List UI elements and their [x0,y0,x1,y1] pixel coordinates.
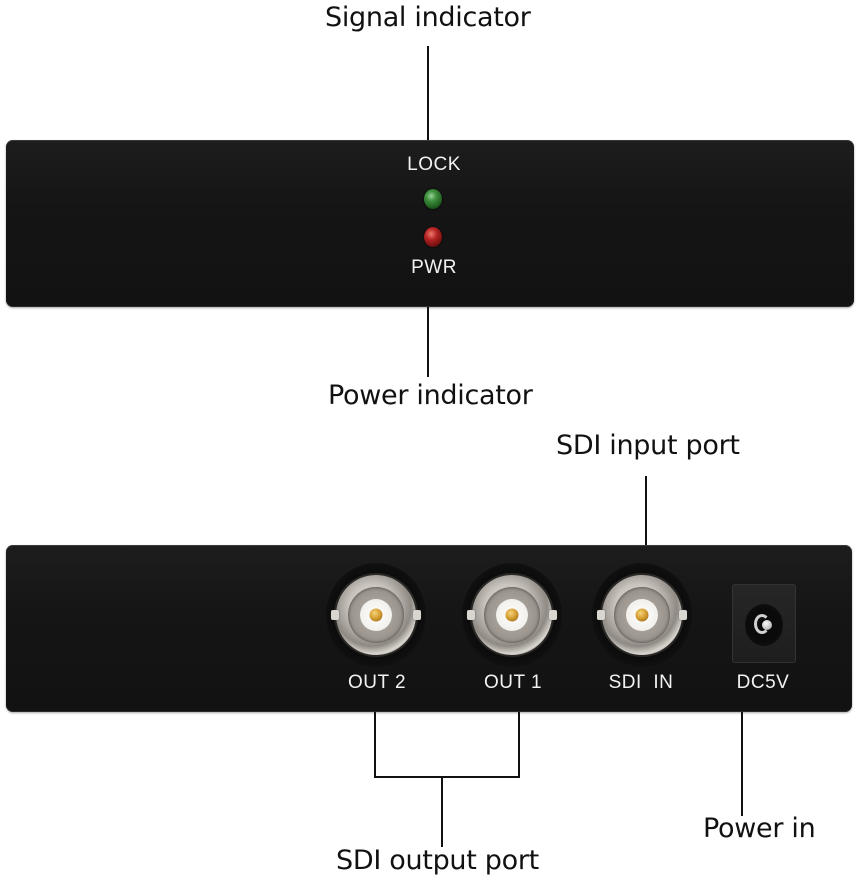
out2-bnc-connector-icon[interactable] [331,575,421,655]
sdi-output-bracket-line [374,776,520,778]
bnc-lug-icon [597,610,605,620]
bnc-lug-icon [413,610,421,620]
sdi-in-bnc-connector-icon[interactable] [597,575,687,655]
lock-led-icon [424,189,442,209]
bnc-lug-icon [467,610,475,620]
bnc-lug-icon [549,610,557,620]
bnc-lug-icon [679,610,687,620]
power-indicator-callout: Power indicator [328,380,533,411]
out2-leader-line [374,712,376,778]
power-indicator-leader-line [427,307,429,377]
front-panel: LOCK PWR [6,140,854,307]
rear-panel: OUT 2 OUT 1 SDI IN DC5V [6,545,852,712]
power-in-callout: Power in [703,813,816,844]
signal-indicator-callout: Signal indicator [325,2,531,33]
out1-bnc-connector-icon[interactable] [467,575,557,655]
sdi-input-port-callout: SDI input port [556,430,740,461]
signal-indicator-leader-line [427,46,429,141]
bnc-lug-icon [331,610,339,620]
sdi-output-port-callout: SDI output port [336,845,539,876]
sdi-output-leader-line [441,777,443,847]
out1-leader-line [518,712,520,778]
power-in-leader-line [741,712,743,816]
dc-jack-housing [732,584,796,663]
dc-jack-sleeve-icon [754,614,770,635]
lock-label: LOCK [407,154,461,175]
pwr-label: PWR [411,257,457,278]
dc-jack-pin-icon [762,620,772,631]
sdi-in-label: SDI IN [608,672,674,693]
sdi-input-leader-line [645,476,647,546]
power-led-icon [424,227,442,247]
bnc-pin-icon [369,608,383,622]
bnc-pin-icon [635,608,649,622]
bnc-pin-icon [505,608,519,622]
dc-power-jack-icon[interactable] [745,604,783,647]
out2-label: OUT 2 [347,672,407,693]
dc5v-label: DC5V [736,672,790,693]
out1-label: OUT 1 [483,672,543,693]
